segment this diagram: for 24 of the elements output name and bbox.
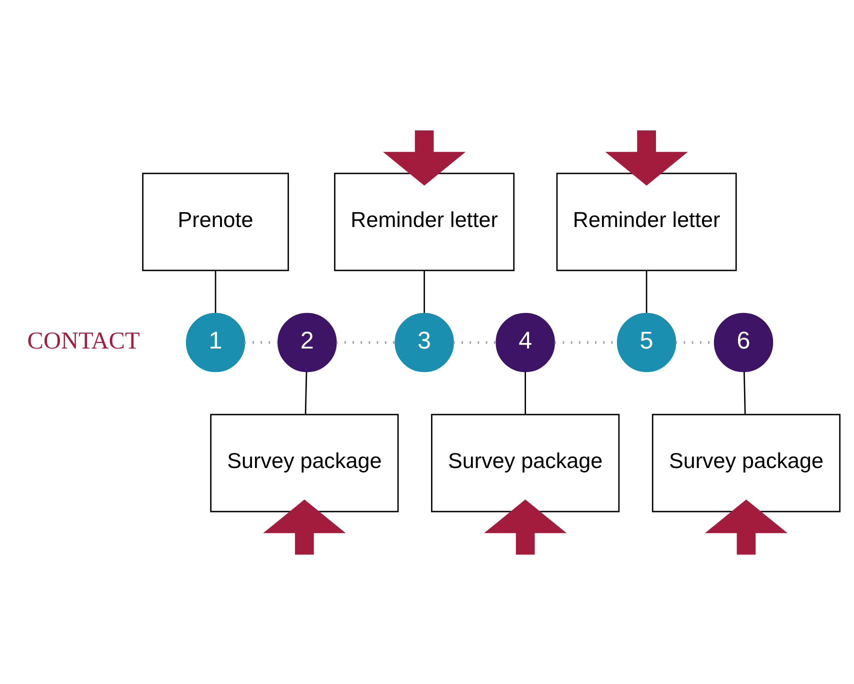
connector [524, 371, 526, 414]
connector [424, 270, 425, 312]
connector [646, 270, 648, 312]
connector [744, 371, 746, 414]
connector [214, 270, 216, 312]
node-box: Survey package [652, 413, 840, 512]
arrow [484, 498, 567, 554]
arrow [263, 498, 346, 554]
node-box: Reminder letter [334, 172, 515, 271]
node-circle: 1 [186, 312, 246, 372]
node-box: Survey package [431, 413, 620, 512]
node-circle: 4 [496, 312, 555, 372]
node-box: Reminder letter [556, 172, 737, 271]
node-circle: 5 [616, 312, 676, 372]
arrow [383, 130, 466, 186]
node-box: Prenote [142, 172, 289, 271]
node-circle: 3 [394, 312, 454, 372]
node-circle: 2 [278, 312, 337, 372]
label: CONTACT [27, 326, 140, 354]
arrow [605, 130, 688, 186]
node-circle: 6 [714, 312, 774, 372]
connector [304, 371, 308, 414]
arrow [704, 498, 788, 554]
node-box: Survey package [210, 413, 399, 512]
